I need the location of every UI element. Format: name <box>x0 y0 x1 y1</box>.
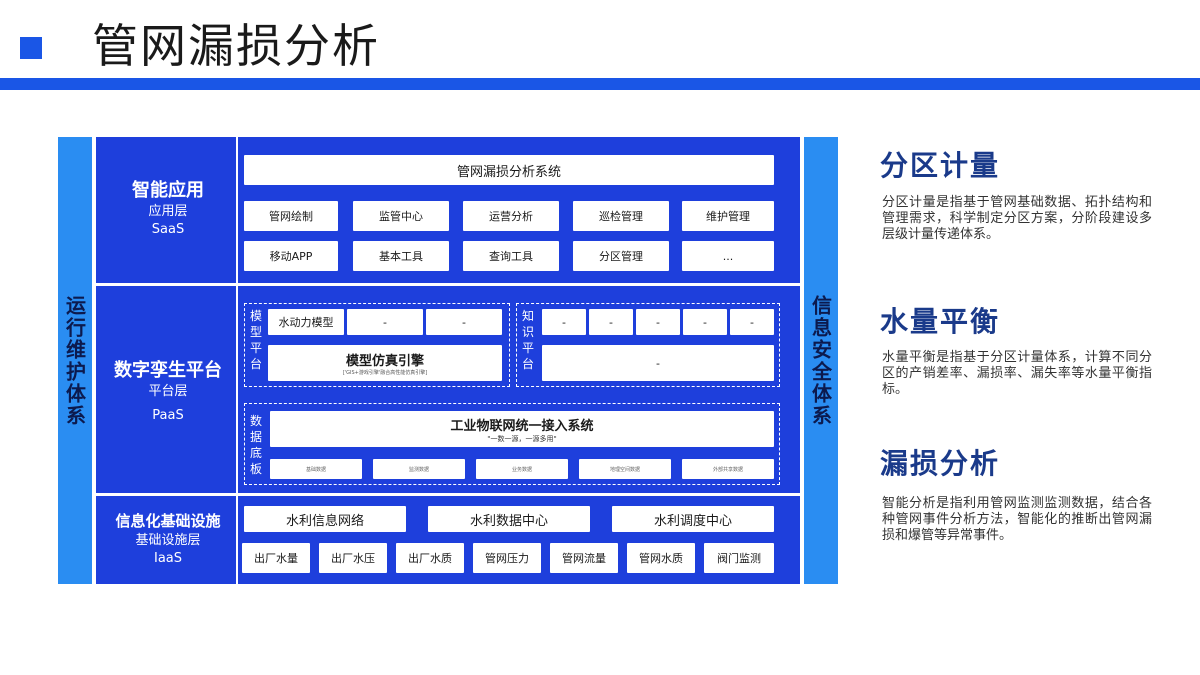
page-title: 管网漏损分析 <box>92 19 380 73</box>
saas-item: 基本工具 <box>353 241 449 271</box>
section-body-water-balance: 水量平衡是指基于分区计量体系，计算不同分区的产销差率、漏损率、漏失率等水量平衡指… <box>882 350 1152 397</box>
layer-separator <box>96 493 800 496</box>
data-base-label: 数据底板 <box>249 414 262 476</box>
architecture-main: 智能应用 应用层 SaaS 管网漏损分析系统 管网绘制 监管中心 运营分析 巡检… <box>96 137 800 584</box>
saas-item: ... <box>682 241 774 271</box>
saas-item: 巡检管理 <box>573 201 669 231</box>
monitor-item: 出厂水压 <box>319 543 387 573</box>
model-platform-frame <box>244 303 510 387</box>
simulation-engine-subtitle: ['GIS+游戏引擎'融合高性能仿真引擎] <box>342 370 428 376</box>
saas-item: 分区管理 <box>573 241 669 271</box>
section-title-water-balance: 水量平衡 <box>880 305 1001 338</box>
section-title-zone-metering: 分区计量 <box>880 149 1001 182</box>
saas-item: 维护管理 <box>682 201 774 231</box>
paas-label: 数字孪生平台 平台层 PaaS <box>98 359 238 425</box>
model-item: - <box>347 309 423 335</box>
knowledge-item: - <box>589 309 633 335</box>
iaas-layer: 基础设施层 <box>135 533 201 548</box>
model-item: - <box>426 309 502 335</box>
saas-divider <box>236 137 238 283</box>
iaas-divider <box>236 496 238 584</box>
knowledge-item: - <box>542 309 586 335</box>
saas-item: 监管中心 <box>353 201 449 231</box>
knowledge-platform-label: 知识平台 <box>521 309 534 371</box>
knowledge-item: - <box>730 309 774 335</box>
simulation-engine-box: 模型仿真引擎 ['GIS+游戏引擎'融合高性能仿真引擎] <box>268 345 502 381</box>
layer-separator <box>96 283 800 286</box>
saas-system-box: 管网漏损分析系统 <box>244 155 774 185</box>
monitor-item: 管网流量 <box>550 543 618 573</box>
iaas-name: 信息化基础设施 <box>115 512 221 530</box>
paas-divider <box>236 286 238 493</box>
iot-access-title: 工业物联网统一接入系统 <box>450 418 594 434</box>
data-item: 业务数据 <box>476 459 568 479</box>
monitor-item: 出厂水量 <box>242 543 310 573</box>
data-base-frame <box>244 403 780 485</box>
model-item: 水动力模型 <box>268 309 344 335</box>
data-item: 地理空间数据 <box>579 459 671 479</box>
section-body-zone-metering: 分区计量是指基于管网基础数据、拓扑结构和管理需求，科学制定分区方案，分阶段建设多… <box>882 195 1152 242</box>
iaas-code: IaaS <box>153 551 183 566</box>
knowledge-item: - <box>636 309 680 335</box>
saas-item: 移动APP <box>244 241 338 271</box>
iot-access-subtitle: "一数一源，一源多用" <box>487 434 557 443</box>
monitor-item: 管网压力 <box>473 543 541 573</box>
paas-code: PaaS <box>152 408 184 423</box>
iaas-center-box: 水利信息网络 <box>244 506 406 532</box>
monitor-item: 出厂水质 <box>396 543 464 573</box>
saas-name: 智能应用 <box>132 180 204 201</box>
iaas-center-box: 水利调度中心 <box>612 506 774 532</box>
simulation-engine-title: 模型仿真引擎 <box>345 354 424 369</box>
architecture-diagram: 运行维护体系 信息安全体系 智能应用 应用层 SaaS 管网漏损分析系统 管网绘… <box>58 137 838 584</box>
saas-item: 查询工具 <box>463 241 559 271</box>
knowledge-platform-frame <box>516 303 780 387</box>
model-platform-label: 模型平台 <box>249 309 262 371</box>
paas-name: 数字孪生平台 <box>114 360 222 381</box>
knowledge-item: - <box>683 309 727 335</box>
iot-access-system-box: 工业物联网统一接入系统 "一数一源，一源多用" <box>270 411 774 447</box>
data-item: 监测数据 <box>373 459 465 479</box>
knowledge-main-box: - <box>542 345 774 381</box>
data-item: 外部共享数据 <box>682 459 774 479</box>
saas-code: SaaS <box>151 222 185 237</box>
saas-item: 运营分析 <box>463 201 559 231</box>
saas-layer: 应用层 <box>148 204 188 219</box>
section-body-leakage-analysis: 智能分析是指利用管网监测监测数据，结合各种管网事件分析方法，智能化的推断出管网漏… <box>882 496 1152 543</box>
monitor-item: 阀门监测 <box>704 543 774 573</box>
saas-item: 管网绘制 <box>244 201 338 231</box>
operation-maintenance-system: 运行维护体系 <box>58 137 92 584</box>
title-square-icon <box>20 37 42 59</box>
header-divider <box>0 78 1200 90</box>
data-item: 基础数据 <box>270 459 362 479</box>
information-security-system: 信息安全体系 <box>804 137 838 584</box>
paas-layer: 平台层 <box>148 384 188 399</box>
iaas-label: 信息化基础设施 基础设施层 IaaS <box>98 510 238 568</box>
monitor-item: 管网水质 <box>627 543 695 573</box>
saas-label: 智能应用 应用层 SaaS <box>98 179 238 239</box>
section-title-leakage-analysis: 漏损分析 <box>880 447 1001 480</box>
iaas-center-box: 水利数据中心 <box>428 506 590 532</box>
